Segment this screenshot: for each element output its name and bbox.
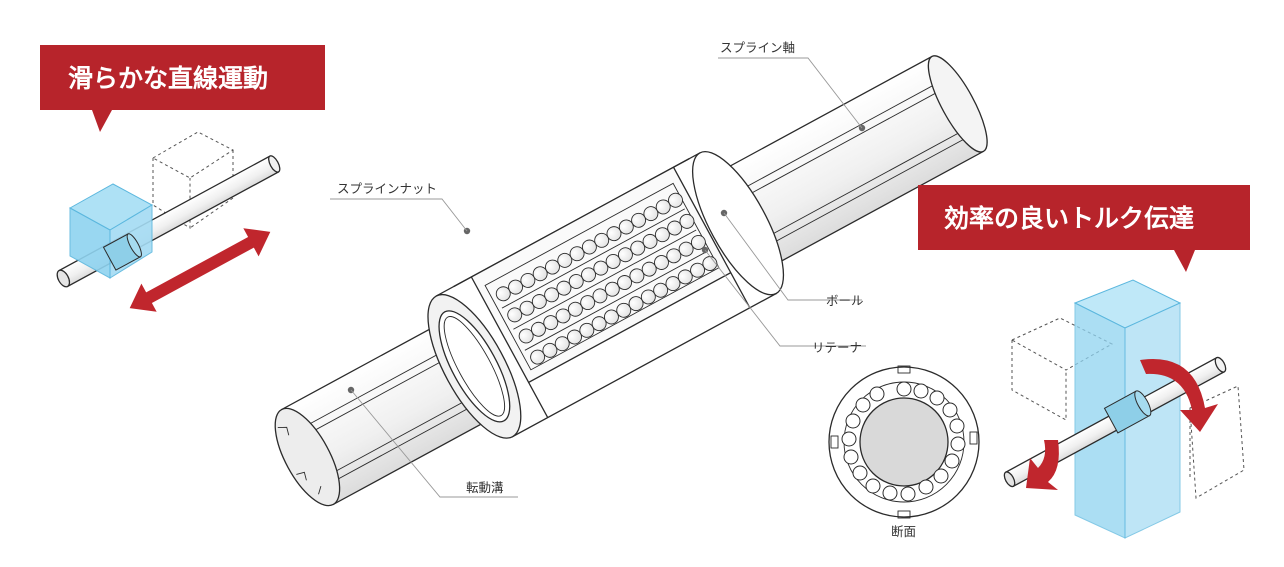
- callout-linear-motion: 滑らかな直線運動: [68, 64, 268, 93]
- torque-arrow-icon: [1026, 359, 1218, 490]
- svg-text:ボール: ボール: [826, 293, 864, 308]
- svg-text:リテーナ: リテーナ: [812, 340, 862, 355]
- cross-section-label: 断面: [891, 524, 916, 539]
- svg-text:スプラインナット: スプラインナット: [337, 181, 437, 196]
- cross-section: 断面: [828, 365, 980, 539]
- torque-inset: 効率の良いトルク伝達: [918, 185, 1250, 539]
- label-retainer: リテーナ: [701, 246, 866, 355]
- svg-text:スプライン軸: スプライン軸: [720, 40, 795, 55]
- spline-nut: [427, 150, 785, 439]
- linear-motion-arrow-icon: [129, 228, 271, 312]
- label-raceway-groove: 転動溝: [347, 386, 518, 498]
- callout-torque: 効率の良いトルク伝達: [944, 204, 1194, 233]
- linear-motion-inset: 滑らかな直線運動: [40, 45, 325, 312]
- label-spline-shaft: スプライン軸: [718, 40, 866, 132]
- svg-text:転動溝: 転動溝: [466, 480, 504, 495]
- label-spline-nut: スプラインナット: [330, 181, 471, 235]
- ball-rows: [495, 192, 718, 365]
- label-ball: ボール: [720, 209, 864, 308]
- spline-shaft: [274, 55, 988, 507]
